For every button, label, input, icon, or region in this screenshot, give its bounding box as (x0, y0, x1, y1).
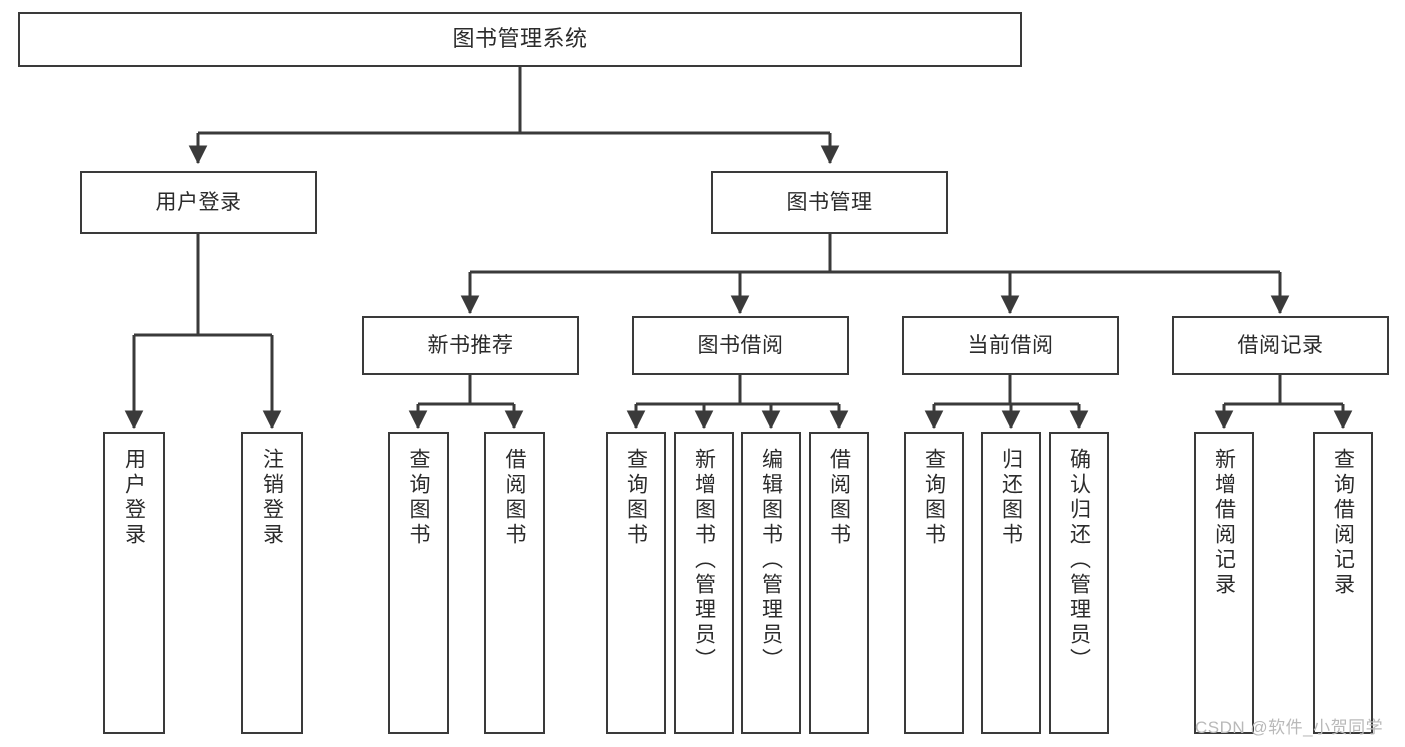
node-label: 查询图书 (624, 448, 648, 548)
leaf-borrow-query-book[interactable]: 查询图书 (606, 432, 666, 734)
node-label: 用户登录 (122, 448, 146, 548)
leaf-borrow-borrow-book[interactable]: 借阅图书 (809, 432, 869, 734)
leaf-current-return-book[interactable]: 归还图书 (981, 432, 1041, 734)
node-new-book-recommend[interactable]: 新书推荐 (362, 316, 579, 375)
node-label: 注销登录 (260, 448, 284, 548)
leaf-record-add-record[interactable]: 新增借阅记录 (1194, 432, 1254, 734)
leaf-current-query-book[interactable]: 查询图书 (904, 432, 964, 734)
node-label: 查询借阅记录 (1331, 448, 1355, 598)
leaf-recommend-borrow-book[interactable]: 借阅图书 (484, 432, 545, 734)
node-label: 新增借阅记录 (1212, 448, 1236, 598)
node-label: 用户登录 (155, 190, 242, 214)
node-label: 图书借阅 (697, 333, 784, 357)
node-label: 借阅图书 (503, 448, 526, 548)
leaf-current-confirm-return-admin[interactable]: 确认归还（管理员） (1049, 432, 1109, 734)
node-borrow-record[interactable]: 借阅记录 (1172, 316, 1389, 375)
node-label: 借阅图书 (827, 448, 851, 548)
node-user-login[interactable]: 用户登录 (80, 171, 317, 234)
node-label: 图书管理 (786, 190, 873, 214)
node-label: 查询图书 (407, 448, 430, 548)
node-label: 确认归还（管理员） (1067, 448, 1091, 673)
leaf-user-login-logout[interactable]: 注销登录 (241, 432, 303, 734)
leaf-user-login-login[interactable]: 用户登录 (103, 432, 165, 734)
leaf-record-query-record[interactable]: 查询借阅记录 (1313, 432, 1373, 734)
node-label: 新增图书（管理员） (692, 448, 716, 673)
leaf-recommend-query-book[interactable]: 查询图书 (388, 432, 449, 734)
node-label: 查询图书 (922, 448, 946, 548)
node-label: 归还图书 (999, 448, 1023, 548)
csdn-watermark: CSDN @软件_小贺同学 (1195, 718, 1384, 737)
node-label: 当前借阅 (967, 333, 1054, 357)
node-label: 借阅记录 (1237, 333, 1324, 357)
node-root-book-management-system[interactable]: 图书管理系统 (18, 12, 1022, 67)
leaf-borrow-edit-book-admin[interactable]: 编辑图书（管理员） (741, 432, 801, 734)
node-current-borrow[interactable]: 当前借阅 (902, 316, 1119, 375)
node-label: 编辑图书（管理员） (759, 448, 783, 673)
node-label: 图书管理系统 (452, 26, 588, 52)
node-book-borrow[interactable]: 图书借阅 (632, 316, 849, 375)
node-label: 新书推荐 (427, 333, 514, 357)
leaf-borrow-add-book-admin[interactable]: 新增图书（管理员） (674, 432, 734, 734)
node-book-management[interactable]: 图书管理 (711, 171, 948, 234)
